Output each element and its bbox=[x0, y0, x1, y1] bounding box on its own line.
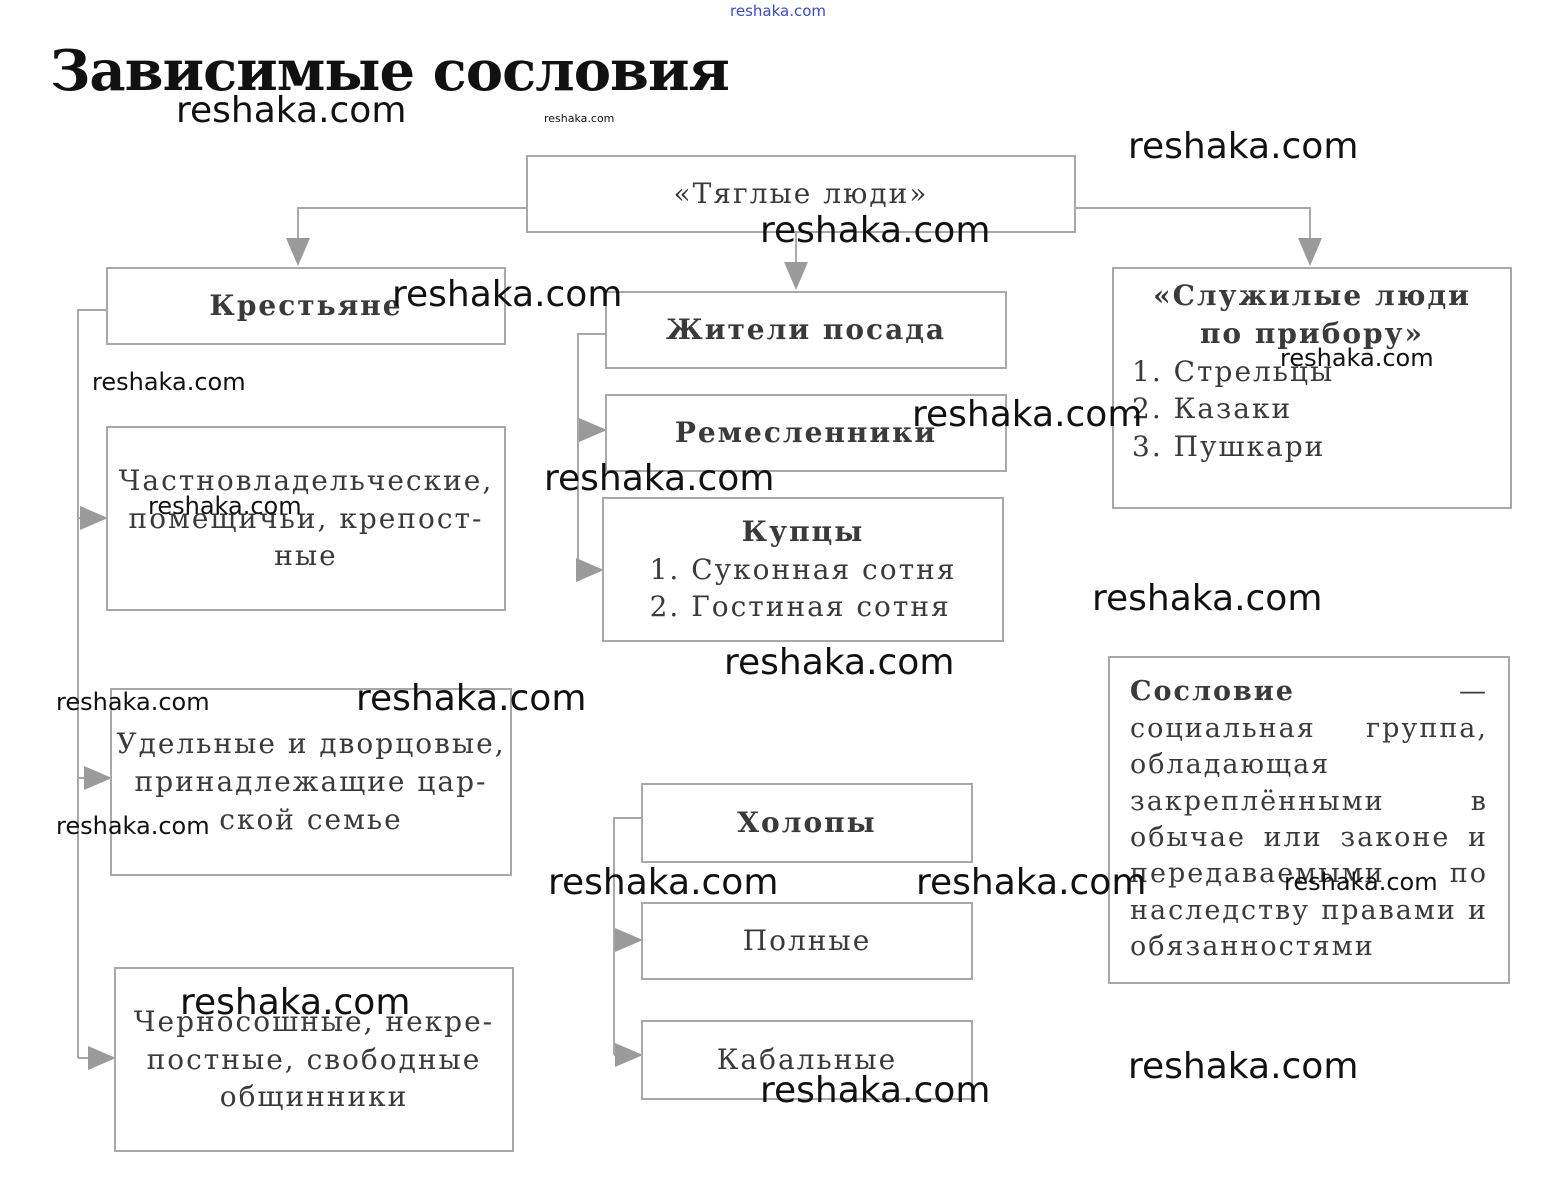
watermark: reshaka.com bbox=[1092, 578, 1323, 619]
definition-body: — социальная группа, обладающая закреплё… bbox=[1130, 676, 1488, 963]
box-tyaglye-label: «Тяглые люди» bbox=[673, 177, 929, 211]
box-definition: Сословие — социальная группа, обладающая… bbox=[1108, 656, 1510, 984]
watermark: reshaka.com bbox=[56, 688, 210, 716]
page-title: Зависимые сословия bbox=[50, 38, 730, 104]
box-chastnovladelcheskie: Частновладельческие, помещичьи, крепост-… bbox=[106, 426, 506, 611]
text-line: Черносошные, некре- bbox=[133, 1004, 495, 1038]
watermark: reshaka.com bbox=[760, 1070, 991, 1111]
box-sluzhilye-title-line: по прибору» bbox=[1199, 316, 1425, 350]
box-kuptsy: Купцы 1. Суконная сотня 2. Гостиная сотн… bbox=[602, 497, 1004, 642]
box-remeslenniki-label: Ремесленники bbox=[674, 416, 938, 450]
box-krestyane-label: Крестьяне bbox=[209, 289, 403, 323]
watermark: reshaka.com bbox=[548, 862, 779, 903]
watermark: reshaka.com bbox=[724, 642, 955, 683]
text-line: Удельные и дворцовые, bbox=[116, 727, 506, 761]
text-line: помещичьи, крепост- bbox=[128, 501, 484, 535]
box-tyaglye: «Тяглые люди» bbox=[526, 155, 1076, 233]
text-line: постные, свободные bbox=[146, 1042, 482, 1076]
box-remeslenniki: Ремесленники bbox=[605, 394, 1007, 472]
box-polnye: Полные bbox=[641, 902, 973, 980]
text-line: Частновладельческие, bbox=[118, 463, 494, 497]
arrow-to-sluzhilye bbox=[1076, 207, 1322, 266]
text-line: ской семье bbox=[219, 802, 403, 836]
watermark: reshaka.com bbox=[730, 2, 826, 20]
watermark: reshaka.com bbox=[148, 492, 302, 520]
watermark: reshaka.com bbox=[544, 112, 615, 125]
box-udelnye: Удельные и дворцовые, принадлежащие цар-… bbox=[110, 688, 512, 876]
watermark: reshaka.com bbox=[176, 90, 407, 131]
text-line: принадлежащие цар- bbox=[134, 765, 488, 799]
box-posad-label: Жители посада bbox=[665, 313, 947, 347]
definition-term: Сословие bbox=[1130, 676, 1295, 708]
box-chernososhnye: Черносошные, некре- постные, свободные о… bbox=[114, 967, 514, 1152]
list-item: 1. Суконная сотня bbox=[649, 552, 957, 586]
box-krestyane: Крестьяне bbox=[106, 267, 506, 345]
list-item: 2. Казаки bbox=[1132, 392, 1293, 426]
box-holopy: Холопы bbox=[641, 783, 973, 863]
watermark: reshaka.com bbox=[1128, 1046, 1359, 1087]
watermark: reshaka.com bbox=[180, 982, 411, 1023]
watermark: reshaka.com bbox=[56, 812, 210, 840]
list-item: 1. Стрельцы bbox=[1132, 354, 1335, 388]
box-posad: Жители посада bbox=[605, 291, 1007, 369]
watermark: reshaka.com bbox=[916, 862, 1147, 903]
watermark: reshaka.com bbox=[1280, 344, 1434, 372]
definition-text: Сословие — социальная группа, обладающая… bbox=[1110, 674, 1508, 966]
watermark: reshaka.com bbox=[912, 394, 1143, 435]
box-polnye-label: Полные bbox=[742, 924, 872, 958]
text-line: ные bbox=[274, 539, 338, 573]
watermark: reshaka.com bbox=[356, 678, 587, 719]
arrow-to-krestyane bbox=[286, 207, 526, 266]
watermark: reshaka.com bbox=[544, 458, 775, 499]
watermark: reshaka.com bbox=[392, 274, 623, 315]
list-item: 2. Гостиная сотня bbox=[649, 590, 951, 624]
box-kabalnye-label: Кабальные bbox=[716, 1043, 898, 1077]
watermark: reshaka.com bbox=[1284, 868, 1438, 896]
box-holopy-label: Холопы bbox=[737, 806, 877, 840]
box-kabalnye: Кабальные bbox=[641, 1020, 973, 1100]
watermark: reshaka.com bbox=[92, 368, 246, 396]
watermark: reshaka.com bbox=[760, 210, 991, 251]
text-line: общинники bbox=[219, 1080, 409, 1114]
box-sluzhilye: «Служилые люди по прибору» 1. Стрельцы 2… bbox=[1112, 267, 1512, 509]
list-item: 3. Пушкари bbox=[1132, 430, 1326, 464]
box-sluzhilye-title-line: «Служилые люди bbox=[1153, 279, 1471, 312]
watermark: reshaka.com bbox=[1128, 126, 1359, 167]
box-kuptsy-title: Купцы bbox=[741, 514, 865, 548]
